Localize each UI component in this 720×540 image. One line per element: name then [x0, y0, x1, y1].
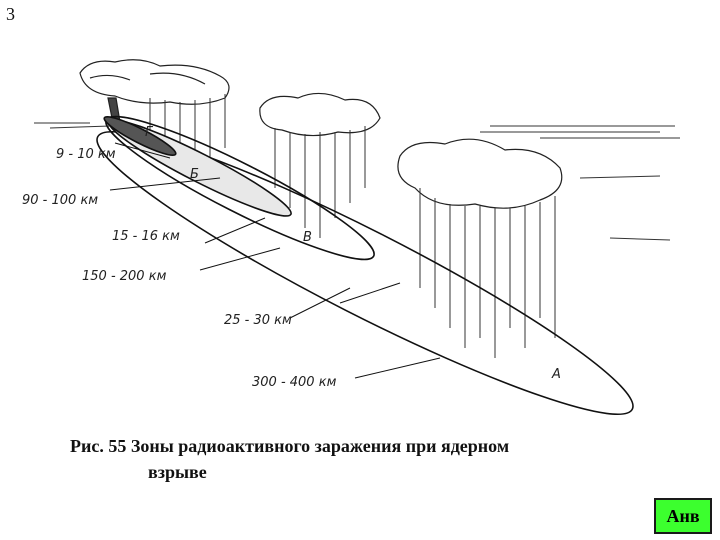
zone-a-ellipse — [96, 130, 634, 416]
fallout-streaks — [149, 94, 556, 358]
caption-line-2: взрыве — [148, 462, 207, 482]
slide-number: 3 — [6, 4, 15, 24]
distance-label-300-400: 300 - 400 км — [252, 375, 337, 390]
distance-label-15-16: 15 - 16 км — [112, 229, 180, 244]
horizon-lines — [34, 122, 680, 241]
zone-ellipses — [96, 115, 634, 416]
zone-label-v: В — [303, 230, 312, 245]
caption-line-1: Рис. 55 Зоны радиоактивного заражения пр… — [70, 436, 510, 456]
fallout-cloud-right — [397, 138, 563, 209]
anv-button[interactable]: Анв — [654, 498, 712, 534]
contamination-zones-figure: 9 - 10 км 90 - 100 км 15 - 16 км 150 - 2… — [20, 28, 700, 428]
fallout-cloud-middle — [259, 92, 381, 137]
zone-label-b: Б — [190, 167, 199, 182]
dimension-lines — [109, 142, 441, 379]
zone-label-g: Г — [145, 125, 154, 140]
mushroom-cloud — [79, 59, 230, 124]
zone-g-ellipse — [103, 115, 177, 157]
distance-label-90-100: 90 - 100 км — [22, 193, 98, 208]
zone-label-a: А — [551, 367, 561, 382]
distance-label-150-200: 150 - 200 км — [82, 269, 167, 284]
figure-caption: Рис. 55 Зоны радиоактивного заражения пр… — [70, 433, 690, 485]
distance-label-25-30: 25 - 30 км — [224, 313, 292, 328]
distance-label-9-10: 9 - 10 км — [56, 147, 116, 162]
